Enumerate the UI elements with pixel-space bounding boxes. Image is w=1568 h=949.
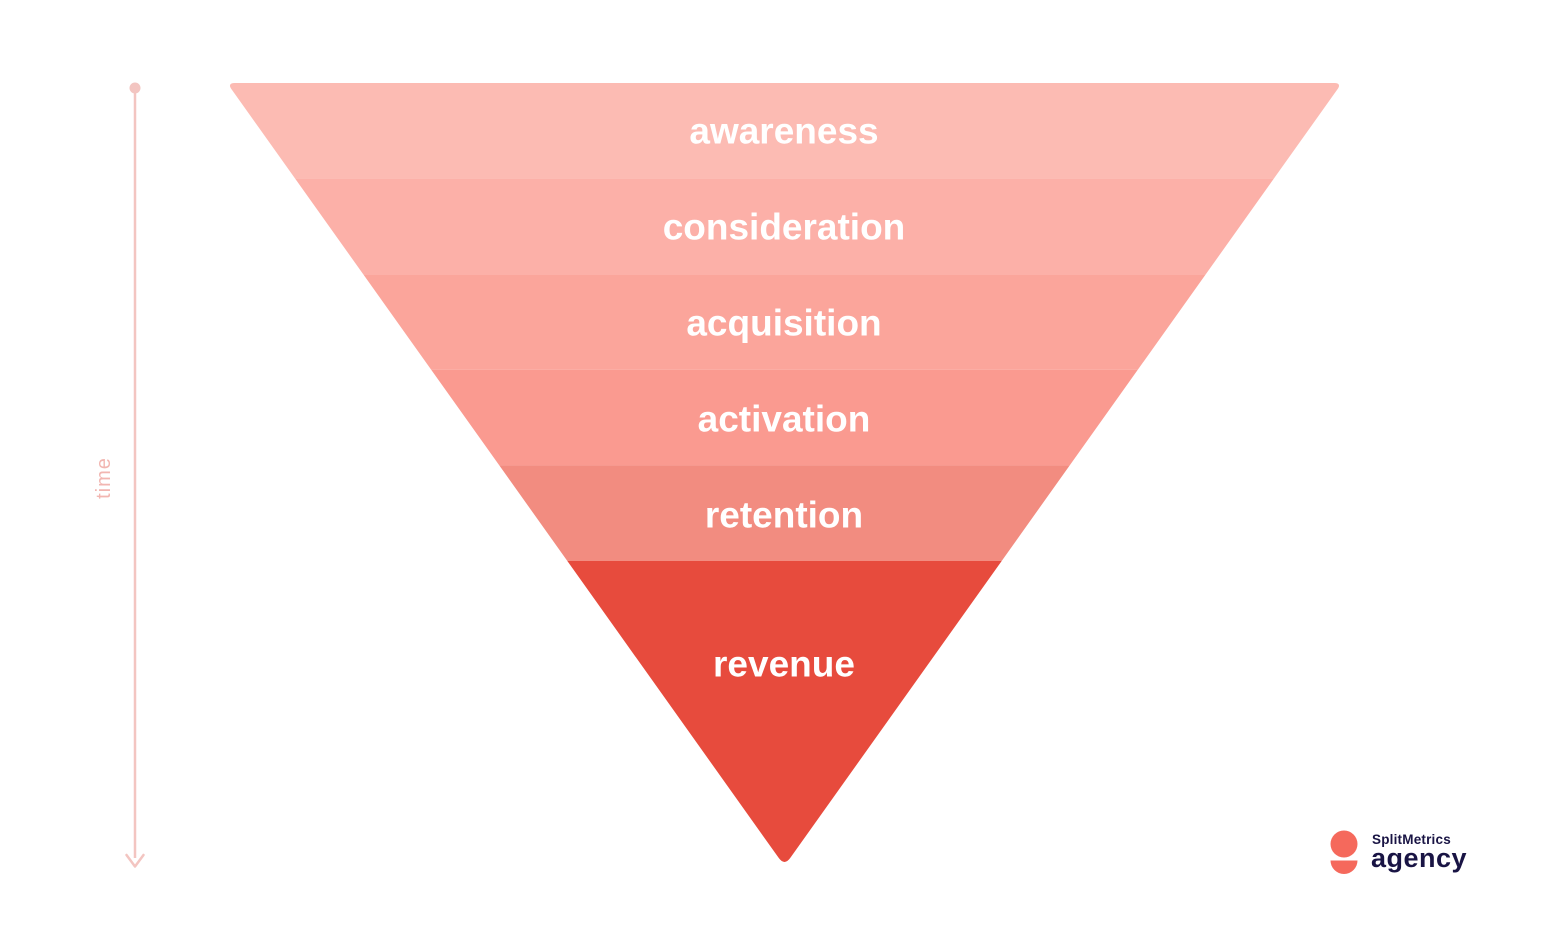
stage-label-consideration: consideration [663, 207, 906, 248]
logo-company-name: SplitMetrics [1372, 832, 1451, 847]
logo-circle-icon [1330, 830, 1358, 858]
time-axis-start-dot [129, 82, 141, 94]
time-axis-arrowhead-icon [125, 853, 145, 868]
splitmetrics-agency-logo: SplitMetrics agency [1330, 830, 1467, 874]
stage-label-revenue: revenue [713, 644, 855, 685]
stage-label-awareness: awareness [689, 111, 878, 152]
time-axis-label: time [93, 457, 115, 499]
funnel-shape [229, 83, 1340, 862]
funnel-stage-labels: awareness consideration acquisition acti… [663, 111, 906, 685]
logo-product-name: agency [1371, 843, 1467, 873]
funnel-stage-consideration [229, 178, 1340, 275]
stage-label-retention: retention [705, 495, 863, 536]
stage-label-activation: activation [698, 399, 871, 440]
time-axis: time [93, 82, 145, 868]
funnel-stage-revenue [229, 561, 1340, 862]
stage-label-acquisition: acquisition [686, 303, 881, 344]
logo-halfcircle-icon [1330, 860, 1358, 874]
funnel-stage-awareness [229, 83, 1340, 179]
